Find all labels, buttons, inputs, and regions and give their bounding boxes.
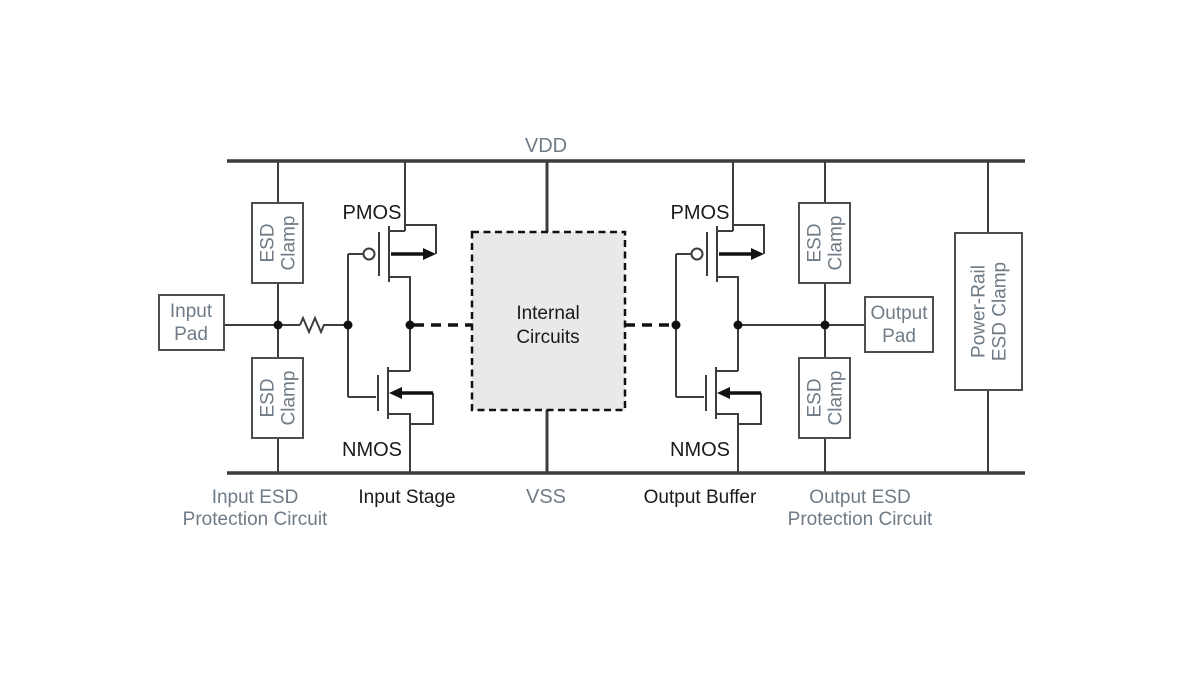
input-nmos-label: NMOS <box>342 439 402 461</box>
internal-circuits-label-line2: Circuits <box>516 327 579 348</box>
input-esd-clamp-bottom-label: ESD Clamp <box>258 371 300 426</box>
power-rail-esd-clamp-label: Power-Rail ESD Clamp <box>969 262 1011 361</box>
output-pad-node-dot <box>820 320 830 330</box>
svg-text:Power-Rail: Power-Rail <box>969 265 990 358</box>
output-nmos-label: NMOS <box>670 439 730 461</box>
output-esd-clamp-top-label: ESD Clamp <box>805 216 847 271</box>
input-pmos-label: PMOS <box>343 202 402 224</box>
output-esd-caption-line2: Protection Circuit <box>788 509 933 530</box>
svg-text:ESD Clamp: ESD Clamp <box>990 262 1011 361</box>
input-esd-caption-line1: Input ESD <box>212 487 299 508</box>
input-esd-caption-line2: Protection Circuit <box>183 509 328 530</box>
internal-circuits-label-line1: Internal <box>516 303 579 324</box>
svg-text:ESD: ESD <box>805 223 826 262</box>
series-resistor <box>299 315 348 335</box>
output-pmos-label: PMOS <box>671 202 730 224</box>
internal-circuits-box <box>470 230 627 412</box>
input-stage-caption: Input Stage <box>358 487 455 508</box>
svg-text:Clamp: Clamp <box>279 216 300 271</box>
input-pad-node-dot <box>273 320 283 330</box>
power-rail-esd-clamp-box <box>954 232 1023 391</box>
svg-text:Clamp: Clamp <box>826 371 847 426</box>
output-esd-clamp-bottom-label: ESD Clamp <box>805 371 847 426</box>
svg-text:ESD: ESD <box>805 378 826 417</box>
svg-text:Clamp: Clamp <box>279 371 300 426</box>
output-esd-clamp-bottom-box <box>798 357 851 439</box>
input-esd-clamp-bottom-box <box>251 357 304 439</box>
input-esd-clamp-top-label: ESD Clamp <box>258 216 300 271</box>
output-pad-label-line1: Output <box>870 303 928 324</box>
svg-text:ESD: ESD <box>258 378 279 417</box>
vdd-label: VDD <box>525 135 567 157</box>
output-esd-clamp-top-box <box>798 202 851 284</box>
input-pad-label-line2: Pad <box>174 324 208 345</box>
svg-text:ESD: ESD <box>258 223 279 262</box>
output-buffer-caption: Output Buffer <box>644 487 757 508</box>
output-pad-box <box>864 296 934 353</box>
output-esd-caption-line1: Output ESD <box>809 487 910 508</box>
svg-text:Clamp: Clamp <box>826 216 847 271</box>
input-pad-box <box>158 294 225 351</box>
input-esd-clamp-top-box <box>251 202 304 284</box>
output-pad-label-line2: Pad <box>882 326 916 347</box>
input-pad-label-line1: Input <box>170 301 213 322</box>
vss-label: VSS <box>526 486 566 508</box>
